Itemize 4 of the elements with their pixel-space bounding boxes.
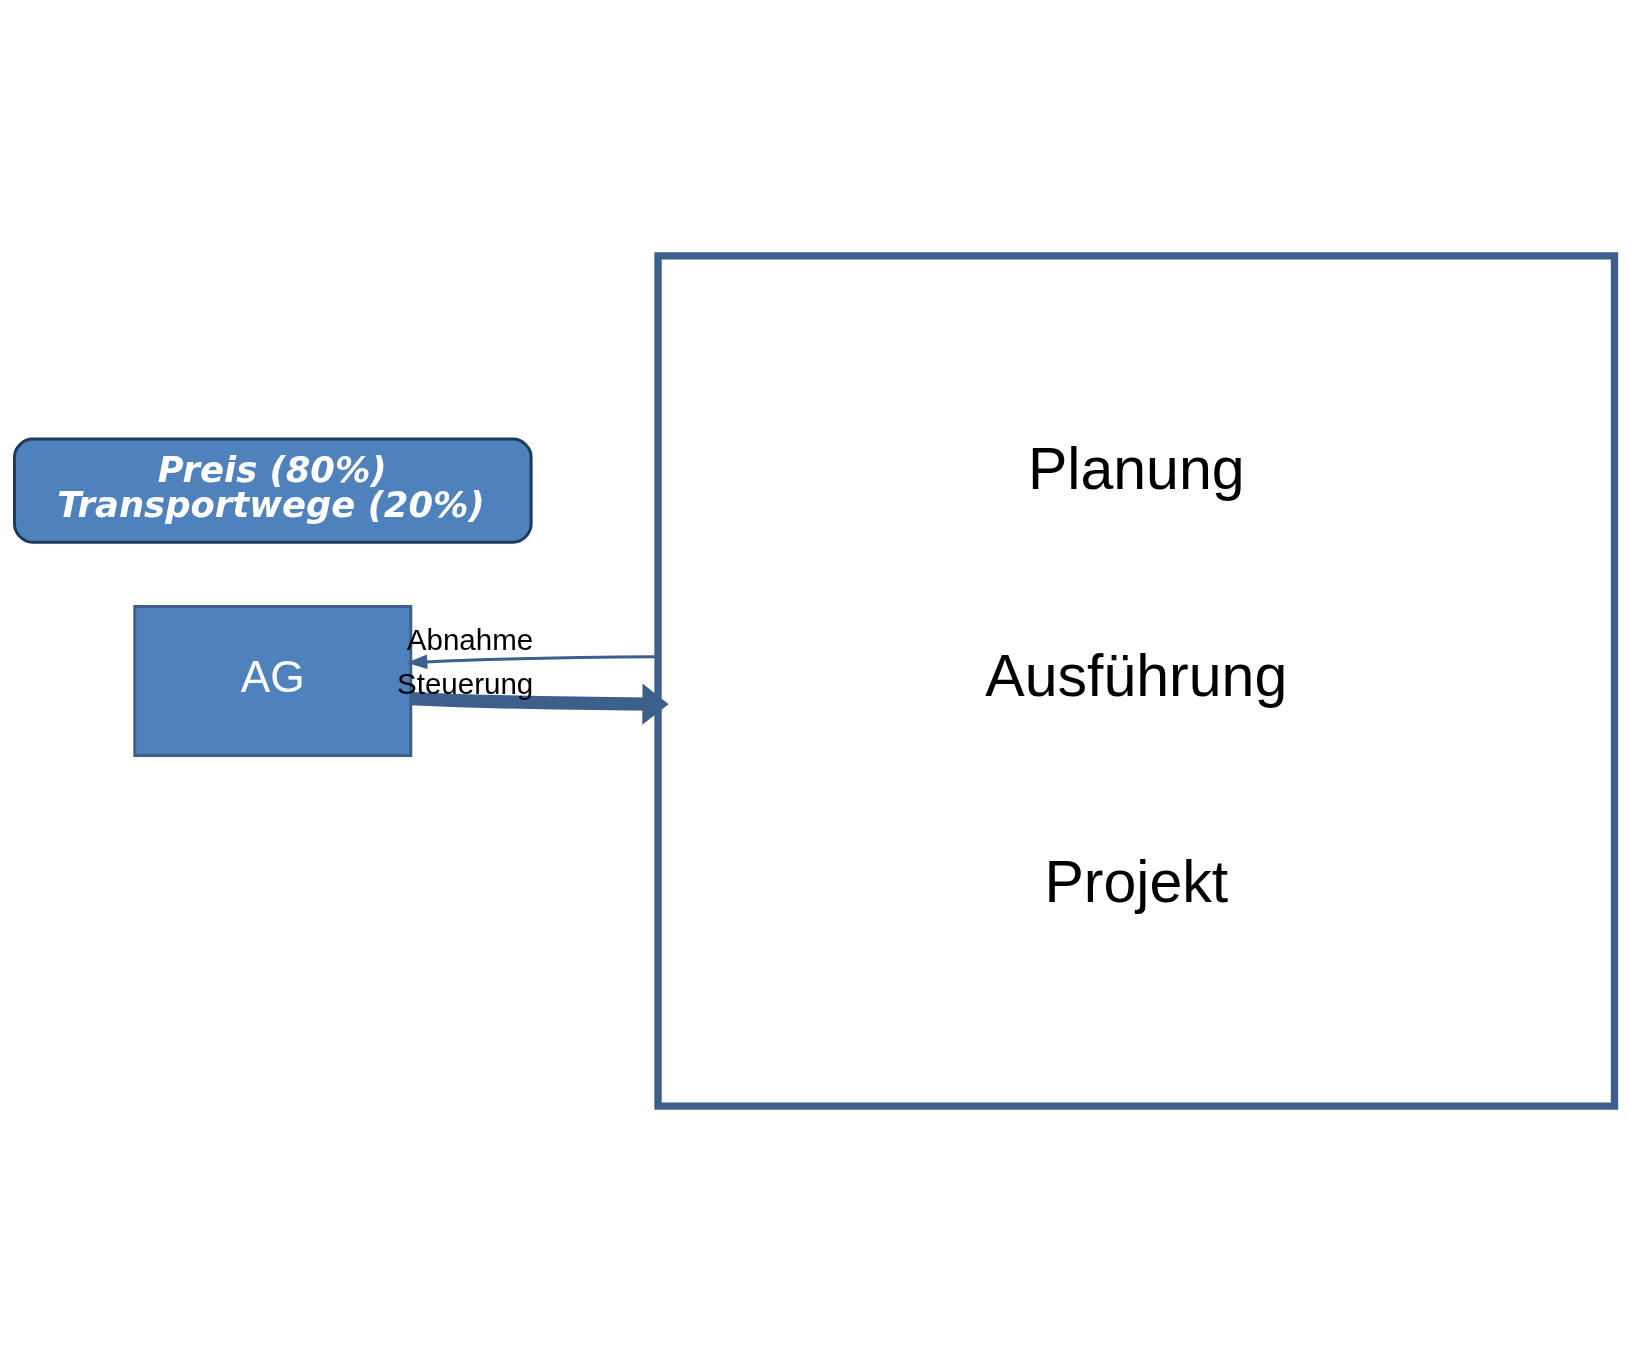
arrow	[410, 682, 669, 725]
node-box: Planung Ausführung Projekt	[654, 251, 1619, 1110]
node-box: Preis (80%) Transportwege (20%)	[13, 436, 533, 544]
arrow	[406, 654, 658, 669]
